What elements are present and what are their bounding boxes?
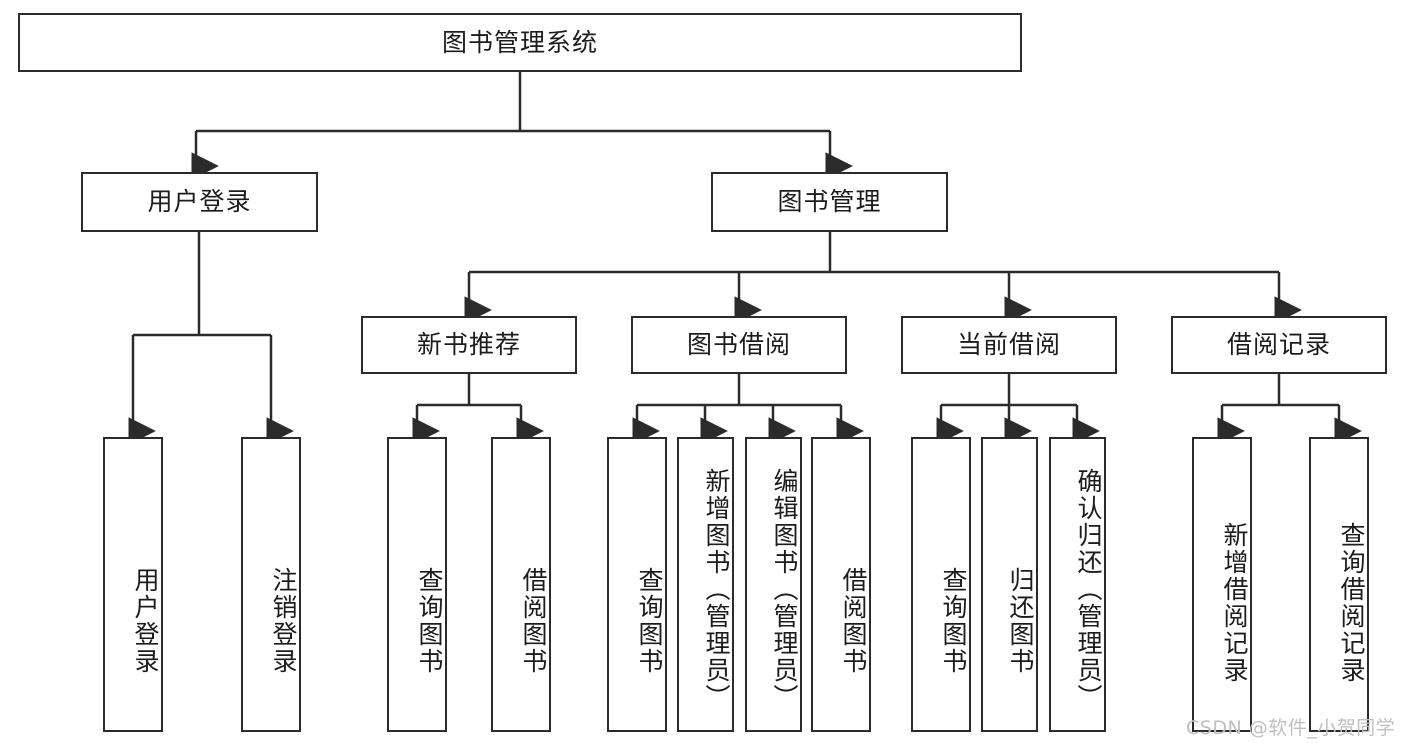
node-label: 图书管理 xyxy=(777,187,882,217)
node-leaf-confirm-return[interactable]: 确认归还（管理员） xyxy=(1049,437,1106,732)
node-current-borrow[interactable]: 当前借阅 xyxy=(901,316,1117,374)
node-leaf-borrow-book-2[interactable]: 借阅图书 xyxy=(811,437,871,732)
node-label: 当前借阅 xyxy=(956,330,1061,360)
node-label: 查询图书 xyxy=(415,566,444,675)
node-label: 查询图书 xyxy=(635,566,664,675)
node-label: 注销登录 xyxy=(269,566,298,675)
node-borrow-record[interactable]: 借阅记录 xyxy=(1171,316,1387,374)
node-book-management-system[interactable]: 图书管理系统 xyxy=(18,13,1022,72)
node-label: 新增图书（管理员） xyxy=(702,468,731,711)
node-leaf-query-book-1[interactable]: 查询图书 xyxy=(387,437,447,732)
node-label: 新增借阅记录 xyxy=(1220,521,1249,684)
node-label: 编辑图书（管理员） xyxy=(770,468,799,711)
node-leaf-query-book-3[interactable]: 查询图书 xyxy=(911,437,971,732)
node-label: 用户登录 xyxy=(147,187,252,217)
node-label: 图书借阅 xyxy=(686,330,791,360)
node-user-login[interactable]: 用户登录 xyxy=(81,172,318,232)
node-label: 确认归还（管理员） xyxy=(1074,468,1103,711)
node-leaf-query-book-2[interactable]: 查询图书 xyxy=(607,437,667,732)
node-leaf-return-book[interactable]: 归还图书 xyxy=(981,437,1038,732)
node-book-management[interactable]: 图书管理 xyxy=(711,172,948,232)
node-label: 图书管理系统 xyxy=(441,27,598,57)
node-label: 查询借阅记录 xyxy=(1337,521,1366,684)
node-leaf-logout-login[interactable]: 注销登录 xyxy=(241,437,301,732)
node-label: 借阅图书 xyxy=(519,566,548,675)
node-new-book-recommend[interactable]: 新书推荐 xyxy=(361,316,577,374)
node-leaf-edit-book[interactable]: 编辑图书（管理员） xyxy=(745,437,802,732)
node-label: 借阅记录 xyxy=(1226,330,1331,360)
node-label: 新书推荐 xyxy=(416,330,521,360)
node-leaf-add-book[interactable]: 新增图书（管理员） xyxy=(677,437,734,732)
node-leaf-borrow-book-1[interactable]: 借阅图书 xyxy=(491,437,551,732)
node-book-borrow[interactable]: 图书借阅 xyxy=(631,316,847,374)
node-leaf-add-record[interactable]: 新增借阅记录 xyxy=(1192,437,1252,732)
node-label: 归还图书 xyxy=(1006,566,1035,675)
node-leaf-user-login[interactable]: 用户登录 xyxy=(103,437,163,732)
node-label: 查询图书 xyxy=(939,566,968,675)
node-label: 借阅图书 xyxy=(839,566,868,675)
csdn-watermark: CSDN @软件_小贺同学 xyxy=(1186,717,1396,739)
node-label: 用户登录 xyxy=(131,566,160,675)
node-leaf-query-record[interactable]: 查询借阅记录 xyxy=(1309,437,1369,732)
